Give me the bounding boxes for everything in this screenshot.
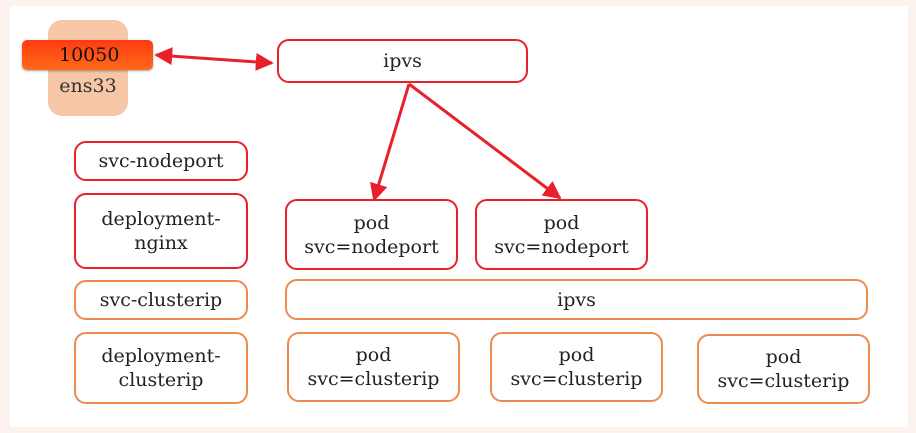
port-to-ipvs-arrow <box>154 47 274 71</box>
svc-clusterip-label: svc-clusterip <box>99 289 223 311</box>
svc-nodeport-label: svc-nodeport <box>98 150 224 172</box>
nodeport-ipvs-label: ipvs <box>383 50 422 72</box>
deployment-clusterip-line1: deployment- <box>101 345 221 367</box>
deployment-clusterip-box: deployment- clusterip <box>74 332 248 404</box>
pod-label: svc=clusterip <box>717 370 850 392</box>
clusterip-pod-1: pod svc=clusterip <box>287 332 460 402</box>
nodeport-ipvs-box: ipvs <box>277 39 528 83</box>
pod-label: svc=nodeport <box>494 235 629 258</box>
clusterip-pod-2: pod svc=clusterip <box>490 332 663 402</box>
pod-title: pod <box>543 211 580 234</box>
nodeport-pod-1: pod svc=nodeport <box>285 199 458 270</box>
clusterip-pod-3: pod svc=clusterip <box>697 334 870 404</box>
ipvs-to-pod-2-arrow <box>408 82 562 200</box>
deployment-clusterip-line2: clusterip <box>118 369 204 391</box>
deployment-nginx-line2: nginx <box>134 232 188 254</box>
svc-clusterip-box: svc-clusterip <box>74 280 248 320</box>
pod-title: pod <box>353 211 390 234</box>
clusterip-ipvs-box: ipvs <box>285 279 868 320</box>
ipvs-to-pod-1-arrow <box>370 83 411 202</box>
pod-title: pod <box>558 344 595 366</box>
svc-nodeport-box: svc-nodeport <box>74 141 248 181</box>
nodeport-pod-2: pod svc=nodeport <box>475 199 648 270</box>
interface-name: ens33 <box>59 75 117 97</box>
deployment-nginx-box: deployment- nginx <box>74 193 248 269</box>
port-number: 10050 <box>59 44 120 66</box>
deployment-nginx-line1: deployment- <box>101 208 221 230</box>
pod-label: svc=nodeport <box>304 235 439 258</box>
pod-label: svc=clusterip <box>307 368 440 390</box>
port-badge: 10050 <box>22 40 153 70</box>
clusterip-ipvs-label: ipvs <box>557 288 596 311</box>
pod-title: pod <box>355 344 392 366</box>
pod-title: pod <box>765 346 802 368</box>
pod-label: svc=clusterip <box>510 368 643 390</box>
